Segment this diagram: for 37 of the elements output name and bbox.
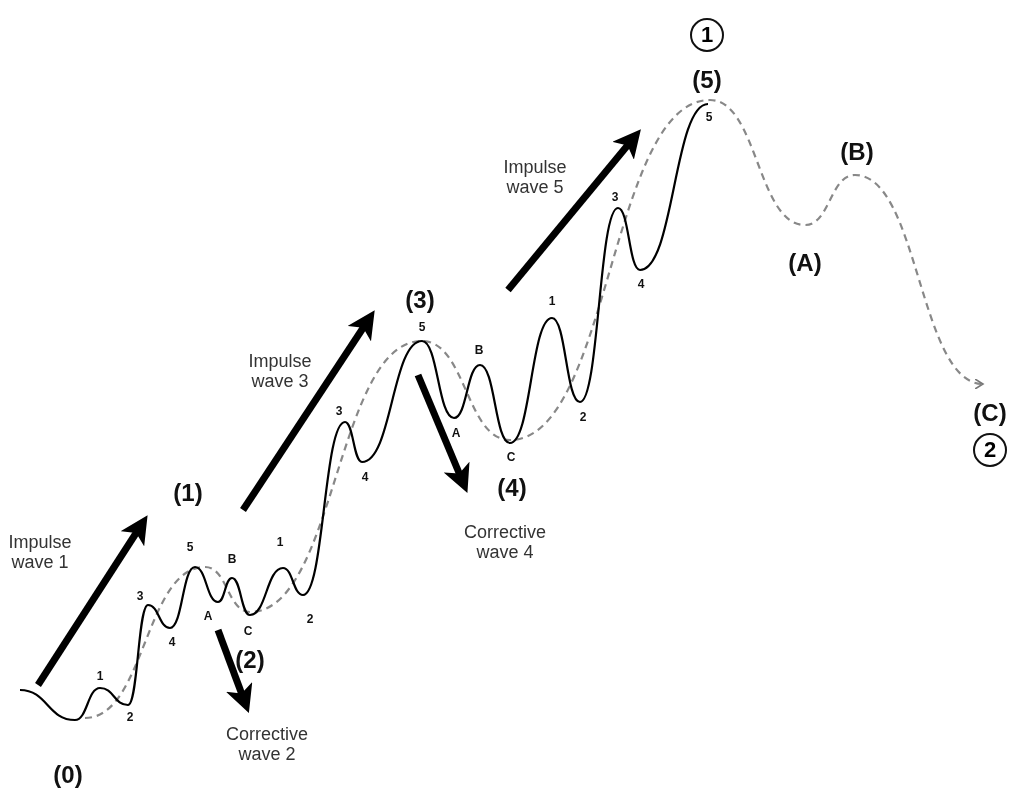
subwave-label: 5: [186, 541, 194, 555]
wave-caption: Corrective wave 2: [225, 725, 309, 765]
subwave-label: 1: [548, 295, 556, 309]
wave-degree-label: (4): [497, 474, 527, 502]
subwave-label: 5: [705, 111, 713, 125]
wave-caption: Impulse wave 3: [247, 352, 313, 392]
subwave-label: B: [227, 553, 237, 567]
subwave-label: 5: [418, 321, 426, 335]
subwave-label: 4: [361, 471, 369, 485]
wave-degree-label: (A): [788, 249, 822, 277]
subwave-label: C: [506, 451, 516, 465]
subwave-label: 4: [168, 636, 176, 650]
subwave-label: A: [451, 427, 461, 441]
subwave-label: 1: [276, 536, 284, 550]
subwave-label: 4: [637, 278, 645, 292]
circled-wave-number: 2: [973, 433, 1007, 467]
wave-degree-label: (3): [405, 286, 435, 314]
wave-degree-label: (C): [973, 399, 1007, 427]
circled-wave-number: 1: [690, 18, 724, 52]
subwave-label: A: [203, 610, 213, 624]
subwave-label: 1: [96, 670, 104, 684]
wave-degree-label: (1): [173, 479, 203, 507]
subwave-label: 3: [335, 405, 343, 419]
subwave-label: 3: [611, 191, 619, 205]
wave-caption: Impulse wave 1: [7, 533, 73, 573]
subwave-label: 2: [126, 711, 134, 725]
wave-degree-label: (2): [235, 646, 265, 674]
subwave-label: 3: [136, 590, 144, 604]
subwave-label: 2: [306, 613, 314, 627]
wave-degree-label: (0): [53, 761, 83, 789]
wave-caption: Corrective wave 4: [463, 523, 547, 563]
wave-degree-label: (B): [840, 138, 874, 166]
wave-degree-label: (5): [692, 66, 722, 94]
subwave-label: 2: [579, 411, 587, 425]
subwave-label: B: [474, 344, 484, 358]
wave-caption: Impulse wave 5: [502, 158, 568, 198]
subwave-label: C: [243, 625, 253, 639]
